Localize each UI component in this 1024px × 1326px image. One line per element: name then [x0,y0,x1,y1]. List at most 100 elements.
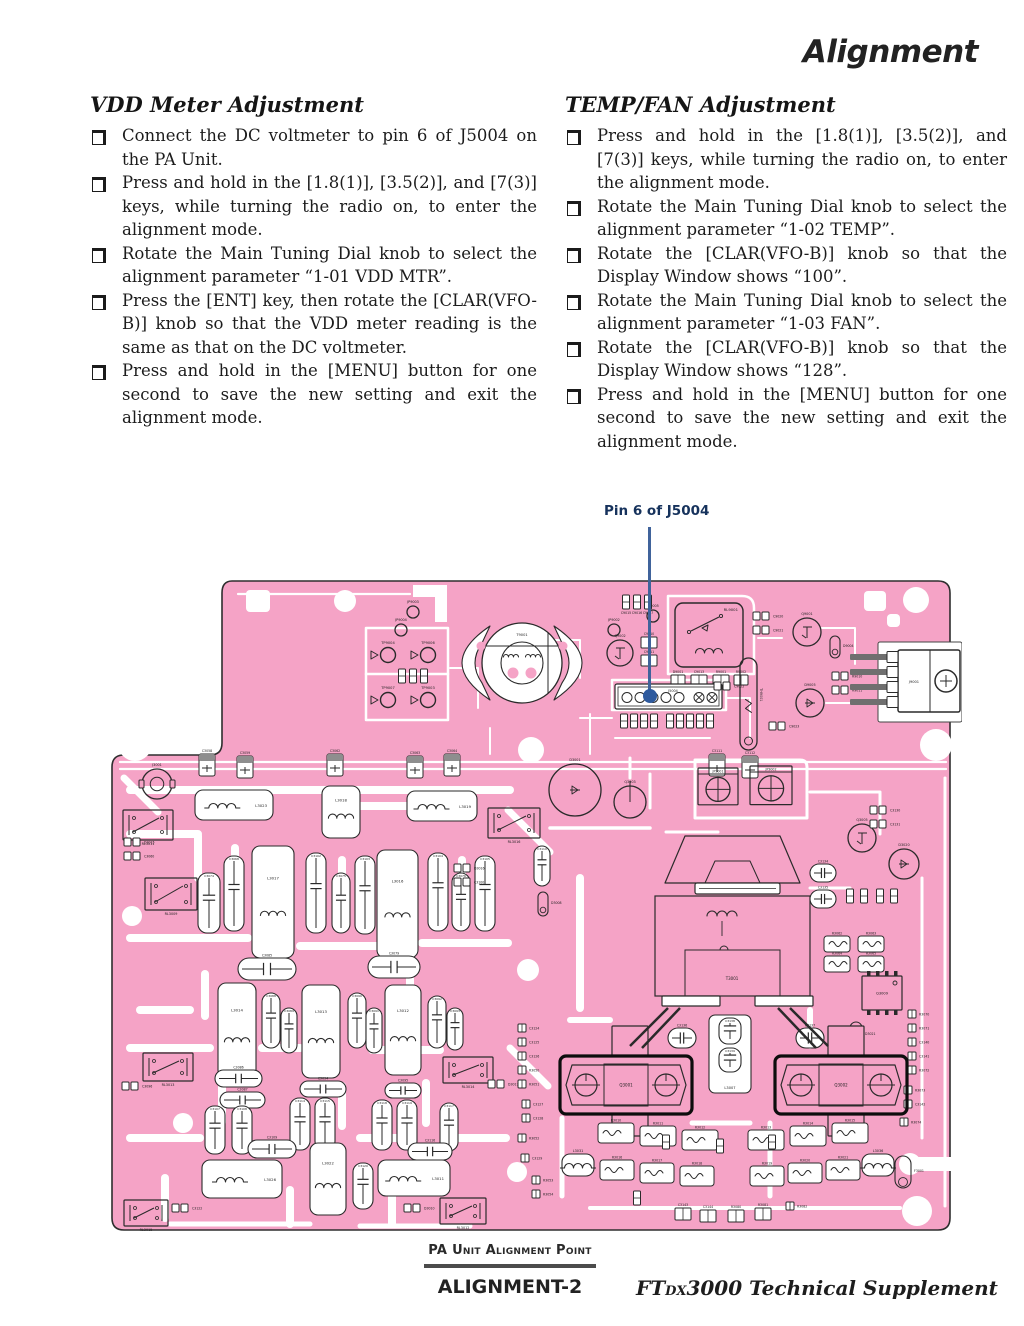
svg-text:C3131: C3131 [890,823,900,827]
svg-text:C3068: C3068 [229,857,239,861]
pcb-vpad: C9015 [621,594,631,615]
pcb-pp: C9021 [752,625,783,635]
pcb-cap_v: C3093 [446,1007,464,1051]
pcb-relay: RL3013 [142,1052,194,1087]
checklist-item: Press the [ENT] key, then rotate the [CL… [90,289,537,360]
svg-text:R3010: R3010 [611,1119,621,1123]
svg-text:C3130: C3130 [890,809,900,813]
pcb-circ: D3020 [888,843,920,880]
pcb-term: J9001 [850,641,962,723]
pcb-vpad [640,713,648,729]
pcb-ind_h: L3023 [194,789,274,821]
pcb-lpad: R3051 [517,1079,539,1089]
pcb-ind_v: L3017 [251,845,295,959]
checkbox-icon [567,341,581,357]
pcb-cap_v: C3105 [474,855,496,932]
svg-text:C3124: C3124 [529,1027,539,1031]
pcb-jpc: JP9004 [394,618,408,637]
svg-text:C3094: C3094 [318,1077,328,1081]
pcb-cap_v: C3090 [347,992,367,1049]
pcb-pp: C9020 [752,611,783,621]
svg-text:C3103: C3103 [360,857,370,861]
pcb-circ: Q3005 [847,818,877,853]
svg-text:C3114: C3114 [295,1099,305,1103]
pcb-cap_h: C3094 [299,1077,347,1098]
svg-text:C3120: C3120 [358,1164,368,1168]
pcb-circ: Q3003 [613,780,647,819]
item-text: Rotate the Main Tuning Dial knob to sele… [597,290,1007,334]
pcb-cap_h: C3135 [809,886,837,909]
pcb-pp: C9022 [713,681,744,691]
svg-text:R3082: R3082 [797,1205,807,1209]
svg-text:JP9005: JP9005 [646,604,659,608]
pcb-vpad [650,713,658,729]
pcb-cap_h: C3087 [219,1088,266,1109]
svg-text:C3143: C3143 [678,1203,688,1207]
pcb-trim: JP3001 [697,767,739,806]
svg-text:C3135: C3135 [818,886,828,890]
pcb-relay: RL3015 [123,1199,169,1232]
pcb-res: R3062 [823,932,851,953]
svg-text:C3117: C3117 [444,1104,454,1108]
checklist-item: Press and hold in the [1.8(1)], [3.5(2)]… [565,124,1007,195]
pcb-cap_v: C3138 [718,1017,742,1045]
pcb-lpad: R3070 [907,1009,929,1019]
pcb-vpad [662,1134,670,1150]
svg-text:R9001: R9001 [716,670,726,674]
pcb-vpad: C9016 [632,594,642,615]
pin6-callout-dot [643,689,657,703]
svg-text:C3086: C3086 [233,1066,243,1070]
pcb-sqc: C3144 [699,1205,717,1223]
pcb-vpad [716,1138,724,1154]
svg-text:C9023: C9023 [789,725,799,729]
pcb-res: R3063 [857,932,885,953]
svg-text:L3019: L3019 [459,804,471,809]
checkbox-icon [567,247,581,263]
checkbox-icon [567,294,581,310]
pcb-vpad [706,713,714,729]
pcb-lpad: R3074 [899,1117,921,1127]
pcb-pp: C3131 [869,819,900,829]
svg-text:R3074: R3074 [911,1121,921,1125]
svg-text:R3013: R3013 [761,1126,771,1130]
pcb-tp: TP9004 [370,641,397,664]
svg-text:Q3005: Q3005 [856,818,867,822]
section-heading: TEMP/FAN Adjustment [565,92,836,117]
pcb-res: R3021 [825,1156,861,1181]
pcb-vpad [768,1134,776,1150]
svg-text:L3014: L3014 [231,1008,243,1013]
pcb-ind_v: L3018 [321,785,361,839]
pcb-cap_v: C3118 [371,1099,393,1151]
svg-text:F3001: F3001 [914,1169,924,1173]
svg-text:RL3014: RL3014 [462,1085,475,1089]
svg-text:J9001: J9001 [908,680,919,684]
svg-text:C3059: C3059 [240,751,250,755]
pcb-vpad [409,668,417,684]
svg-text:C3096: C3096 [142,1085,152,1089]
svg-text:C3089: C3089 [284,1009,294,1013]
pcb-pp: D3016 [453,863,485,873]
pcb-cap_v: C3117 [439,1102,459,1152]
svg-text:L3016: L3016 [392,878,404,883]
pcb-cap_v: C3114 [289,1097,311,1151]
svg-text:L3026: L3026 [264,1177,276,1182]
svg-text:C3128: C3128 [533,1117,543,1121]
pcb-pp: R9011 [831,685,862,695]
pcb-pa: Q3002 [773,1054,909,1116]
svg-text:L3022: L3022 [322,1161,334,1166]
pcb-circ: D3001 [548,758,602,817]
checklist-item: Rotate the [CLAR(VFO-B)] knob so that th… [565,242,1007,289]
item-text: Rotate the Main Tuning Dial knob to sele… [597,196,1007,240]
svg-text:C3107: C3107 [210,1107,220,1111]
pcb-tp: TP9003 [410,686,437,709]
pcb-lpad: R3052 [517,1133,539,1143]
pcb-cap_s: C3058 [198,749,216,777]
pcb-vpad [398,668,406,684]
pcb-circ: Q9001 [792,612,822,647]
checkbox-icon [92,247,106,263]
svg-text:C3087: C3087 [237,1088,247,1092]
mounting-holes [118,587,952,1226]
svg-text:L3017: L3017 [267,876,279,881]
svg-text:C3085: C3085 [262,954,272,958]
